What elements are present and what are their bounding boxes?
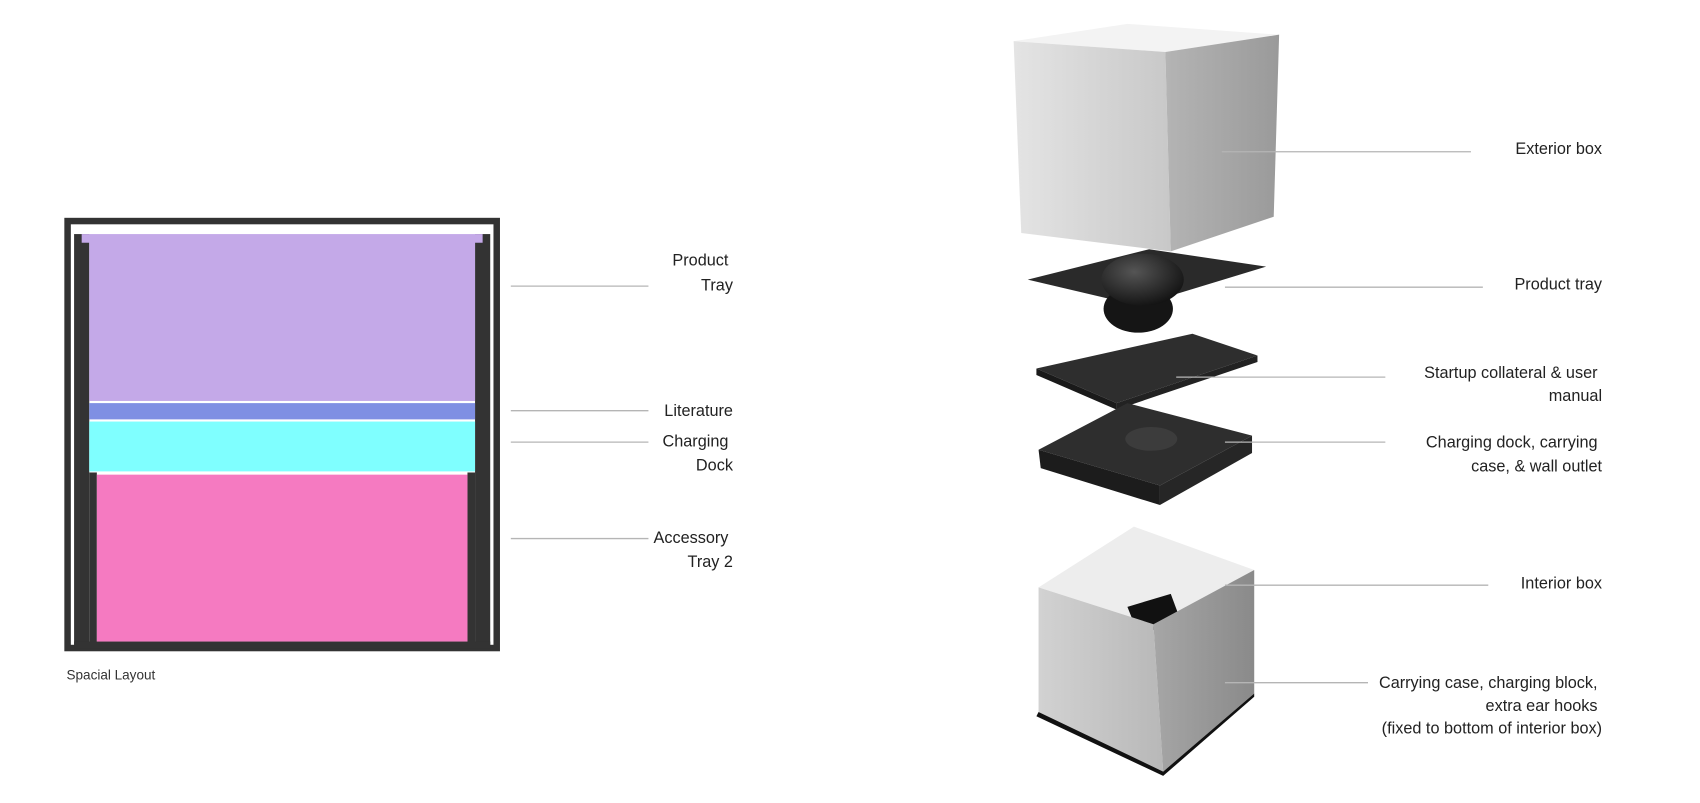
exploded-view: Exterior box Product tray Startup collat… [1013, 23, 1603, 776]
product-tray-lip [81, 234, 483, 243]
caption-spacial-layout: Spacial Layout [67, 667, 156, 682]
spatial-layout: Product Tray Literature Charging Dock Ac… [64, 217, 734, 682]
label-exterior-box: Exterior box [1515, 140, 1602, 158]
inner-wall-base [74, 641, 491, 649]
exterior-box-render [1013, 23, 1280, 252]
label-literature: Literature [664, 402, 733, 420]
accessory-tray-wall-left [89, 472, 97, 643]
inner-wall-right [475, 234, 491, 645]
inner-wall-left [74, 234, 90, 645]
accessory-tray-wall-right [467, 472, 476, 643]
label-product-tray-3d: Product tray [1514, 275, 1602, 293]
layer-product-tray [89, 240, 476, 401]
layer-charging-dock [89, 421, 476, 472]
label-accessory-tray-2: Accessory Tray 2 [653, 529, 732, 571]
label-charging-dock-3d: Charging dock, carrying case, & wall out… [1426, 434, 1603, 476]
layer-accessory-tray-2 [96, 474, 468, 642]
layer-literature [89, 403, 476, 420]
label-interior-box: Interior box [1521, 574, 1602, 592]
product-tray-render [1027, 249, 1267, 333]
label-charging-dock: Charging Dock [662, 432, 733, 474]
label-bottom-contents: Carrying case, charging block, extra ear… [1379, 674, 1602, 738]
startup-collateral-render [1036, 333, 1258, 410]
charging-dock-render [1038, 403, 1253, 505]
interior-box-render [1036, 526, 1255, 776]
label-product-tray: Product Tray [672, 251, 733, 294]
label-startup-collateral: Startup collateral & user manual [1424, 364, 1602, 405]
